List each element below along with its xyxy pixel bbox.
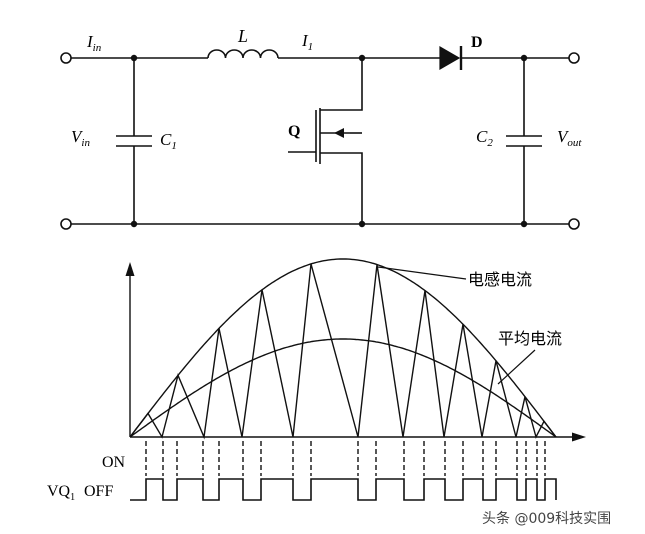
- input-terminal-top: [60, 52, 72, 64]
- label-vout: Vout: [557, 127, 582, 149]
- capacitor-c1: [116, 58, 152, 224]
- label-iin: Iin: [86, 32, 102, 54]
- label-diode: D: [471, 34, 483, 51]
- capacitor-c2: [506, 58, 542, 224]
- label-c2: C2: [476, 127, 493, 149]
- diode-icon: [439, 45, 461, 71]
- label-i1: I1: [301, 31, 313, 53]
- mosfet-switch: [288, 58, 363, 224]
- off-label: OFF: [84, 483, 113, 500]
- label-switch: Q: [288, 123, 300, 140]
- circuit-schematic: [60, 49, 580, 230]
- average-current-leader: [497, 349, 536, 385]
- input-terminal-bottom: [60, 218, 72, 230]
- gate-pulse-train: [130, 478, 557, 501]
- label-c1: C1: [160, 130, 177, 152]
- mosfet-arrow-icon: [334, 128, 344, 138]
- average-current-curve: [129, 338, 557, 438]
- vq1-label: VQ1: [47, 483, 75, 503]
- inductor-current-label: 电感电流: [468, 270, 532, 289]
- average-current-label: 平均电流: [498, 329, 562, 348]
- junction-dots: [130, 54, 528, 228]
- x-axis-arrow-icon: [572, 432, 586, 442]
- inductor-current-leader: [377, 266, 467, 280]
- inductor-current-ripple: [129, 263, 557, 440]
- y-axis-arrow-icon: [125, 262, 135, 276]
- switching-dash-lines: [145, 441, 546, 476]
- output-terminal-top: [568, 52, 580, 64]
- label-inductor: L: [237, 26, 248, 46]
- watermark: 头条 @009科技实围: [482, 510, 611, 527]
- label-vin: Vin: [71, 127, 90, 149]
- on-label: ON: [102, 454, 126, 471]
- inductor-coil: [207, 49, 279, 59]
- output-terminal-bottom: [568, 218, 580, 230]
- inductor-current-envelope: [129, 258, 557, 438]
